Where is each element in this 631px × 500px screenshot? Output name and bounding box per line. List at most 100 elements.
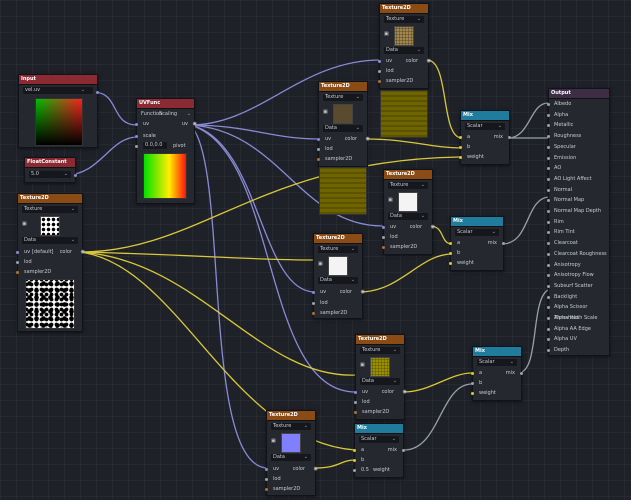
lod-socket[interactable]	[382, 235, 385, 239]
sampler-socket[interactable]	[312, 311, 315, 315]
output-port-row[interactable]: Alpha Hash Scale	[547, 313, 609, 324]
lod-socket[interactable]	[16, 260, 19, 264]
output-input-socket[interactable]	[547, 103, 550, 106]
data-type-select[interactable]: Data⌄	[318, 277, 358, 284]
eye-icon[interactable]: ◉	[80, 249, 85, 255]
output-input-socket[interactable]	[547, 135, 550, 139]
lod-socket[interactable]	[317, 147, 320, 151]
weight-input-socket[interactable]	[471, 391, 474, 395]
output-port-row[interactable]: Normal Map Depth	[547, 206, 609, 217]
texture2d-node-blue[interactable]: Texture2D Texture⌄ ▣ Data⌄ uv color ◉ lo…	[265, 410, 318, 496]
mix-output-socket[interactable]	[402, 448, 405, 452]
output-input-socket[interactable]	[547, 284, 550, 288]
lod-socket[interactable]	[312, 301, 315, 305]
output-port-row[interactable]: Alpha UV	[547, 334, 609, 345]
a-input-socket[interactable]	[459, 135, 462, 139]
data-type-select[interactable]: Data⌄	[384, 47, 424, 54]
weight-input-socket[interactable]	[449, 261, 452, 265]
output-input-socket[interactable]	[547, 199, 550, 203]
data-type-select[interactable]: Data⌄	[271, 454, 311, 461]
texture-mode-select[interactable]: Texture⌄	[384, 16, 424, 23]
eye-icon[interactable]: ◉	[426, 58, 431, 64]
uv-input-socket[interactable]	[378, 59, 381, 63]
scale-input-socket[interactable]	[135, 134, 138, 138]
output-port-row[interactable]: Roughness	[547, 131, 609, 142]
float-value-field[interactable]: 5.0 ⌄	[29, 171, 71, 178]
eye-icon[interactable]: ◉	[430, 224, 435, 230]
output-port-row[interactable]: Rim Tint	[547, 227, 609, 238]
output-input-socket[interactable]	[547, 167, 550, 171]
eye-icon[interactable]: ◉	[192, 121, 197, 127]
sampler-socket[interactable]	[16, 270, 19, 274]
output-port-row[interactable]: AO	[547, 163, 609, 174]
texture2d-node-white-center[interactable]: Texture2D Texture⌄ ▣ Data⌄ uv color ◉ lo…	[312, 233, 365, 319]
texture-thumbnail[interactable]	[328, 256, 348, 276]
texture2d-node-white-right[interactable]: Texture2D Texture⌄ ▣ Data⌄ uv color ◉ lo…	[382, 169, 435, 255]
texture-mode-select[interactable]: Texture⌄	[22, 206, 78, 213]
output-port-row[interactable]: Depth	[547, 345, 609, 356]
output-input-socket[interactable]	[547, 145, 550, 149]
input-node[interactable]: Input vel.uv ⌄	[18, 74, 99, 148]
output-port-row[interactable]: Alpha	[547, 110, 609, 121]
mix-output-socket[interactable]	[520, 371, 523, 375]
b-input-socket[interactable]	[449, 251, 452, 255]
output-input-socket[interactable]	[547, 220, 550, 224]
output-port-row[interactable]: Albedo	[547, 99, 609, 110]
output-port-row[interactable]: Rim	[547, 217, 609, 228]
output-input-socket[interactable]	[547, 242, 550, 246]
output-input-socket[interactable]	[547, 338, 550, 342]
output-input-socket[interactable]	[547, 295, 550, 299]
data-type-select[interactable]: Data⌄	[323, 125, 363, 132]
texture-thumbnail[interactable]	[40, 216, 60, 236]
texture-thumbnail[interactable]	[370, 357, 390, 377]
output-input-socket[interactable]	[547, 113, 550, 117]
output-port-row[interactable]: Emission	[547, 153, 609, 164]
uvfunc-node[interactable]: UVFunc Function Scaling ⌄ uv uv ◉ scale …	[135, 98, 197, 204]
data-type-select[interactable]: Data⌄	[360, 378, 400, 385]
output-input-socket[interactable]	[547, 210, 550, 213]
sampler-socket[interactable]	[378, 79, 381, 83]
output-input-socket[interactable]	[547, 263, 550, 267]
float-constant-node[interactable]: FloatConstant 5.0 ⌄	[24, 157, 77, 183]
data-type-select[interactable]: Data⌄	[388, 213, 428, 220]
output-port-row[interactable]: Anisotropy	[547, 260, 609, 271]
output-socket[interactable]	[96, 91, 99, 94]
output-input-socket[interactable]	[547, 317, 550, 320]
mix-mode-select[interactable]: Scalar⌄	[359, 436, 399, 443]
texture-mode-select[interactable]: Texture⌄	[323, 94, 363, 101]
output-port-row[interactable]: AO Light Affect	[547, 174, 609, 185]
b-input-socket[interactable]	[459, 145, 462, 149]
output-input-socket[interactable]	[547, 177, 550, 181]
output-port-row[interactable]: Metallic	[547, 120, 609, 131]
texture-thumbnail[interactable]	[281, 433, 301, 453]
mix-mode-select[interactable]: Scalar⌄	[477, 359, 517, 366]
output-input-socket[interactable]	[547, 124, 550, 128]
input-name-field[interactable]: vel.uv ⌄	[23, 87, 93, 94]
mix-mode-select[interactable]: Scalar⌄	[465, 123, 505, 130]
uv-input-socket[interactable]	[265, 467, 268, 471]
pivot-input-socket[interactable]	[135, 144, 138, 148]
data-type-select[interactable]: Data⌄	[22, 237, 78, 244]
sampler-socket[interactable]	[317, 157, 320, 161]
a-input-socket[interactable]	[471, 371, 474, 375]
lod-socket[interactable]	[354, 400, 357, 404]
function-row[interactable]: Function Scaling ⌄	[137, 110, 194, 118]
output-input-socket[interactable]	[547, 156, 550, 160]
uv-input-socket[interactable]	[317, 137, 320, 141]
output-port-row[interactable]: Specular	[547, 142, 609, 153]
eye-icon[interactable]: ◉	[360, 289, 365, 295]
uv-input-socket[interactable]	[382, 225, 385, 229]
output-port-row[interactable]: Anisotropy Flow	[547, 270, 609, 281]
output-input-socket[interactable]	[547, 274, 550, 278]
output-port-row[interactable]: Normal Map	[547, 195, 609, 206]
output-port-row[interactable]: Clearcoat	[547, 238, 609, 249]
output-socket[interactable]	[74, 174, 77, 177]
a-input-socket[interactable]	[353, 448, 356, 452]
weight-input-socket[interactable]	[353, 468, 356, 472]
texture-thumbnail[interactable]	[333, 104, 353, 124]
lod-socket[interactable]	[378, 69, 381, 73]
